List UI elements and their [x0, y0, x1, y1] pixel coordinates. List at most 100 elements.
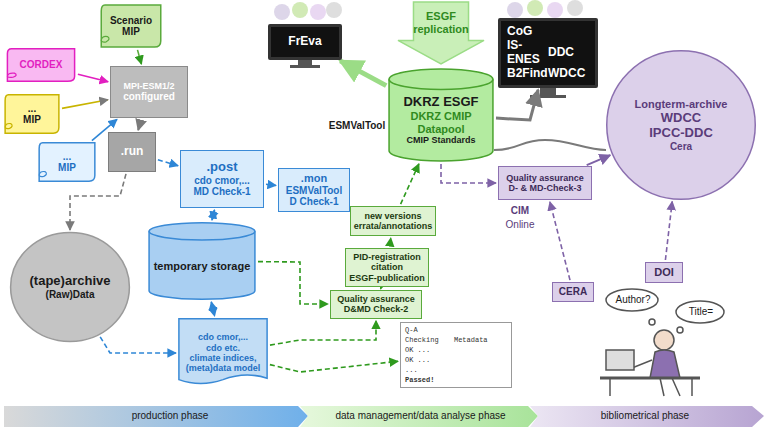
node-text: FrEva — [288, 35, 321, 49]
node-text: cdo etc. — [206, 343, 240, 353]
portal-monitor: CoGIS-ENESDDCB2FindWDCC — [498, 18, 598, 88]
node-text: cdo cmor,... — [198, 332, 248, 342]
node-text: DOI — [654, 266, 674, 279]
doi-box: DOI — [645, 262, 683, 283]
connector — [258, 262, 328, 305]
mip-scroll: ...MIP — [38, 142, 96, 182]
node-text: (Raw)Data — [46, 289, 95, 301]
connector — [270, 321, 376, 345]
node-text: configured — [123, 91, 175, 103]
bubble-text: Author? — [610, 294, 656, 305]
connector — [212, 210, 215, 220]
phase-label: bibliometrical phase — [570, 410, 720, 421]
replication-arrow: ESGF replication — [398, 2, 484, 64]
run-box: .run — [108, 132, 156, 172]
node-text: Cera — [670, 141, 692, 153]
connector — [78, 74, 108, 82]
node-text: temporary storage — [154, 260, 251, 273]
connector — [211, 302, 214, 316]
node-text: .mon — [301, 172, 327, 185]
node-text: D&MD Check-2 — [344, 304, 409, 314]
connector — [550, 202, 570, 280]
connector — [62, 100, 108, 109]
connector — [496, 90, 538, 120]
node-text: climate indices, (meta)data model — [181, 353, 265, 374]
node-text: ... — [28, 103, 36, 115]
node-text: new versions — [364, 211, 421, 221]
phase-label: data management/data analyse phase — [318, 410, 523, 421]
node-text: Metadata — [454, 336, 503, 344]
node-text: Q-A — [405, 326, 507, 334]
node-text: OK ... — [405, 346, 507, 354]
node-text: B2Find — [507, 67, 548, 81]
node-text: OK ... — [405, 356, 507, 364]
node-text: Scenario MIP — [103, 15, 159, 38]
logo-label: Online — [500, 219, 540, 230]
mon-box: .monESMValToolD Check-1 — [278, 168, 350, 212]
node-text: WDCC — [661, 111, 701, 126]
connector — [100, 337, 176, 353]
phase-label: production phase — [100, 410, 240, 421]
node-text: Checking — [405, 336, 454, 344]
connector — [441, 164, 496, 183]
node-text: ESMValTool — [286, 185, 343, 197]
bubble-text: Title= — [680, 306, 722, 317]
node-text: DKRZ ESGF — [403, 95, 478, 110]
tool-label: ESMValTool — [326, 120, 388, 131]
storage-cylinder: temporary storage — [148, 222, 256, 300]
connector — [70, 174, 126, 230]
node-text: CMIP Standards — [407, 135, 476, 145]
node-text: (tape)archive — [30, 274, 111, 289]
cera-box: CERA — [552, 282, 594, 302]
node-text: Quality assurance — [506, 173, 584, 183]
connector — [270, 361, 398, 372]
node-text: MPI-ESM1/2 — [123, 81, 174, 91]
node-text: DKRZ CMIP Datapool — [391, 110, 491, 135]
node-text: IPCC-DDC — [649, 126, 713, 141]
connector — [587, 155, 611, 165]
node-text: ESGF replication — [413, 10, 469, 35]
node-text: errata/annotations — [354, 221, 433, 231]
esgf-cable — [494, 140, 606, 150]
qa-box: Quality assuranceD&MD Check-2 — [330, 290, 422, 319]
freva-monitor: FrEva — [268, 24, 342, 60]
node-text: IS-ENES — [507, 39, 548, 67]
node-text: PID-registration — [353, 252, 421, 262]
node-text: MIP — [58, 162, 76, 174]
node-text: citation — [371, 262, 403, 272]
node-text: D- & MD-Check-3 — [508, 183, 581, 193]
esgf-cylinder: DKRZ ESGFDKRZ CMIP DatapoolCMIP Standard… — [388, 68, 494, 162]
connector — [158, 160, 178, 166]
node-text: CORDEX — [20, 59, 63, 71]
node-text: Passed! — [405, 376, 507, 384]
author-illustration — [600, 289, 724, 396]
connector — [266, 184, 276, 185]
scenario-scroll: Scenario MIP — [100, 4, 162, 48]
mip-scroll: ...MIP — [4, 94, 60, 134]
node-text: cdo cmor,... — [194, 175, 250, 187]
connector — [138, 120, 141, 130]
node-text: ESGF-publication — [349, 273, 425, 283]
longterm-archive: Longterm-archiveWDCCIPCC-DDCCera — [606, 50, 756, 200]
node-text: .post — [206, 160, 237, 175]
node-text: MD Check-1 — [193, 186, 250, 198]
connector — [401, 164, 419, 204]
node-text: D Check-1 — [290, 196, 339, 208]
logo-label: CIM — [500, 205, 540, 216]
model-box: MPI-ESM1/2configured — [110, 66, 188, 118]
cordex-scroll: CORDEX — [6, 48, 76, 82]
node-text: Quality assurance — [337, 294, 415, 304]
qa-report: Q-A CheckingMetadata OK ... OK ...... Passed… — [400, 322, 512, 388]
post-box: .postcdo cmor,...MD Check-1 — [180, 150, 264, 208]
node-text: MIP — [23, 114, 41, 126]
node-text: ... — [405, 366, 507, 374]
tools-document: cdo cmor,...cdo etc.climate indices, (me… — [178, 318, 268, 388]
node-text: WDCC — [548, 67, 589, 81]
connector — [665, 202, 672, 261]
connector — [390, 238, 391, 246]
node-text: .run — [121, 145, 144, 159]
node-text: ... — [63, 151, 71, 163]
publication-box: PID-registrationcitationESGF-publication — [345, 248, 429, 287]
phase-arrows — [4, 406, 764, 427]
node-text: CoG — [507, 25, 589, 39]
